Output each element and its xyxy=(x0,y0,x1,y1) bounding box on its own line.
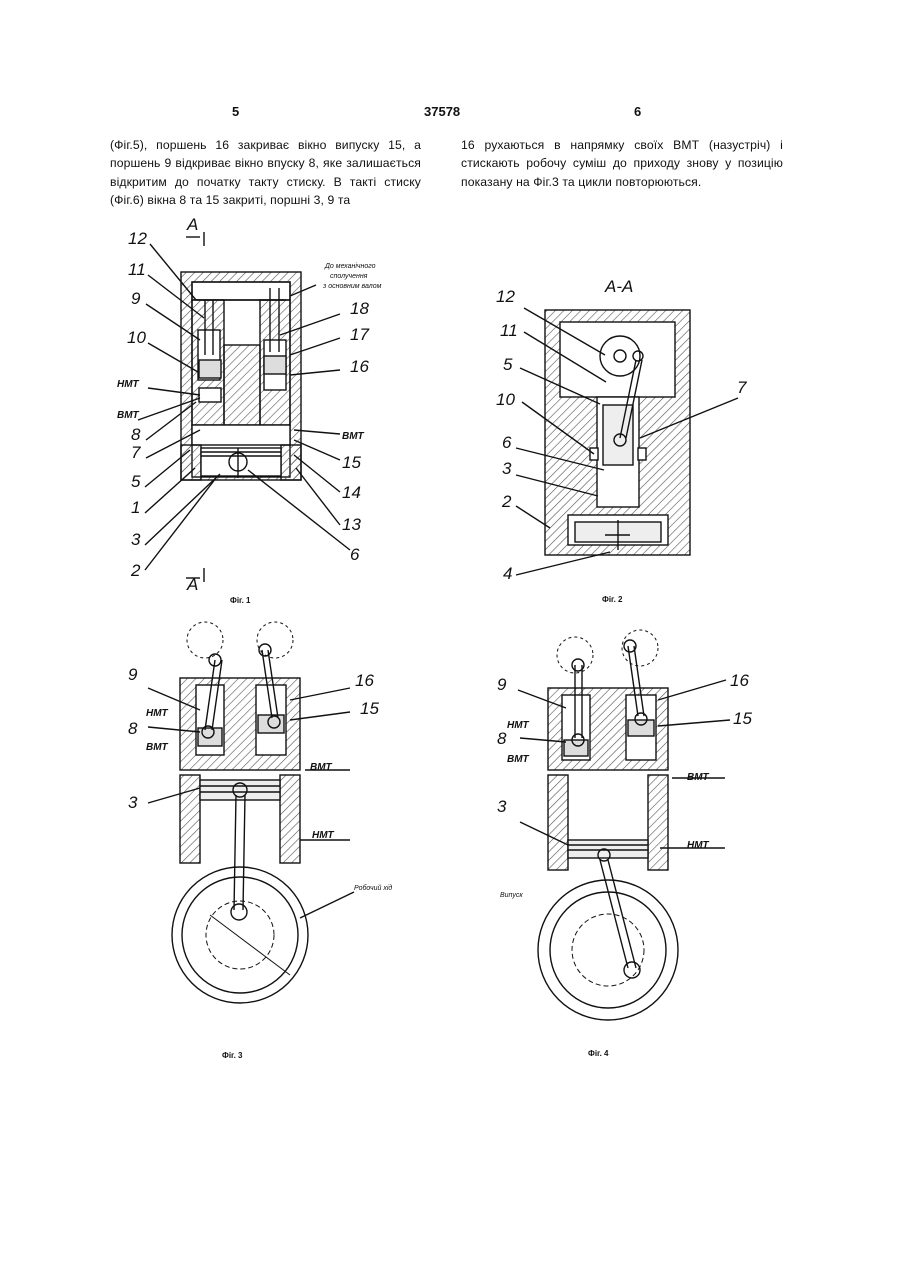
fig2-label-7: 7 xyxy=(737,378,747,397)
fig2-label-3: 3 xyxy=(502,459,512,478)
fig4-label-3: 3 xyxy=(497,797,507,816)
fig4-label-nmt: НМТ xyxy=(507,720,530,731)
fig3-label-8: 8 xyxy=(128,719,138,738)
fig4-label-8: 8 xyxy=(497,729,507,748)
fig3-label-nmt-right: НМТ xyxy=(312,830,335,841)
fig4-label-16: 16 xyxy=(730,671,749,690)
figure-4 xyxy=(518,630,730,1020)
fig2-label-6: 6 xyxy=(502,433,512,452)
fig1-label-8: 8 xyxy=(131,425,141,444)
fig1-label-vmt-right: ВМТ xyxy=(342,431,365,442)
figure-3 xyxy=(148,622,354,1003)
fig1-label-12: 12 xyxy=(128,229,147,248)
fig1-label-1: 1 xyxy=(131,498,140,517)
fig1-label-11: 11 xyxy=(128,260,146,279)
fig1-label-6: 6 xyxy=(350,545,360,564)
fig1-section-mark-bottom: A xyxy=(186,575,198,594)
fig1-label-15: 15 xyxy=(342,453,361,472)
fig3-caption: Фіг. 3 xyxy=(222,1051,243,1060)
fig2-title: А-А xyxy=(604,277,633,296)
fig1-label-14: 14 xyxy=(342,483,361,502)
figure-2 xyxy=(516,308,738,575)
fig1-label-9: 9 xyxy=(131,289,141,308)
fig4-label-vmt-right: ВМТ xyxy=(687,772,710,783)
fig2-label-4: 4 xyxy=(503,564,512,583)
fig1-label-18: 18 xyxy=(350,299,369,318)
fig4-label-nmt-right: НМТ xyxy=(687,840,710,851)
fig1-label-13: 13 xyxy=(342,515,361,534)
fig4-caption: Фіг. 4 xyxy=(588,1049,609,1058)
fig2-label-2: 2 xyxy=(501,492,512,511)
fig3-stroke-note: Робочий хід xyxy=(354,884,392,892)
fig1-label-5: 5 xyxy=(131,472,141,491)
fig2-label-12: 12 xyxy=(496,287,515,306)
figure-1 xyxy=(138,232,350,582)
fig1-label-nmt: НМТ xyxy=(117,379,140,390)
fig3-label-16: 16 xyxy=(355,671,374,690)
fig1-note-line2: сполучення xyxy=(330,273,368,280)
fig1-label-3: 3 xyxy=(131,530,141,549)
fig4-label-9: 9 xyxy=(497,675,507,694)
fig1-note-line1: До механічного xyxy=(324,262,376,270)
fig2-caption: Фіг. 2 xyxy=(602,595,623,604)
fig1-note-line3: з основним валом xyxy=(322,283,382,290)
fig1-section-mark-top: A xyxy=(186,215,198,234)
fig4-label-vmt: ВМТ xyxy=(507,754,530,765)
fig1-label-10: 10 xyxy=(127,328,146,347)
fig3-label-vmt-right: ВМТ xyxy=(310,762,333,773)
fig3-label-3: 3 xyxy=(128,793,138,812)
fig3-label-15: 15 xyxy=(360,699,379,718)
fig1-label-16: 16 xyxy=(350,357,369,376)
fig4-label-15: 15 xyxy=(733,709,752,728)
fig4-exhaust-note: Випуск xyxy=(500,892,523,899)
fig1-label-7: 7 xyxy=(131,443,141,462)
fig2-label-10: 10 xyxy=(496,390,515,409)
fig3-label-vmt: ВМТ xyxy=(146,742,169,753)
fig2-label-11: 11 xyxy=(500,321,518,340)
fig1-label-2: 2 xyxy=(130,561,141,580)
fig1-label-17: 17 xyxy=(350,325,369,344)
fig1-label-vmt: ВМТ xyxy=(117,410,140,421)
fig3-label-nmt: НМТ xyxy=(146,708,169,719)
fig2-label-5: 5 xyxy=(503,355,513,374)
fig1-caption: Фіг. 1 xyxy=(230,596,251,605)
fig3-label-9: 9 xyxy=(128,665,138,684)
